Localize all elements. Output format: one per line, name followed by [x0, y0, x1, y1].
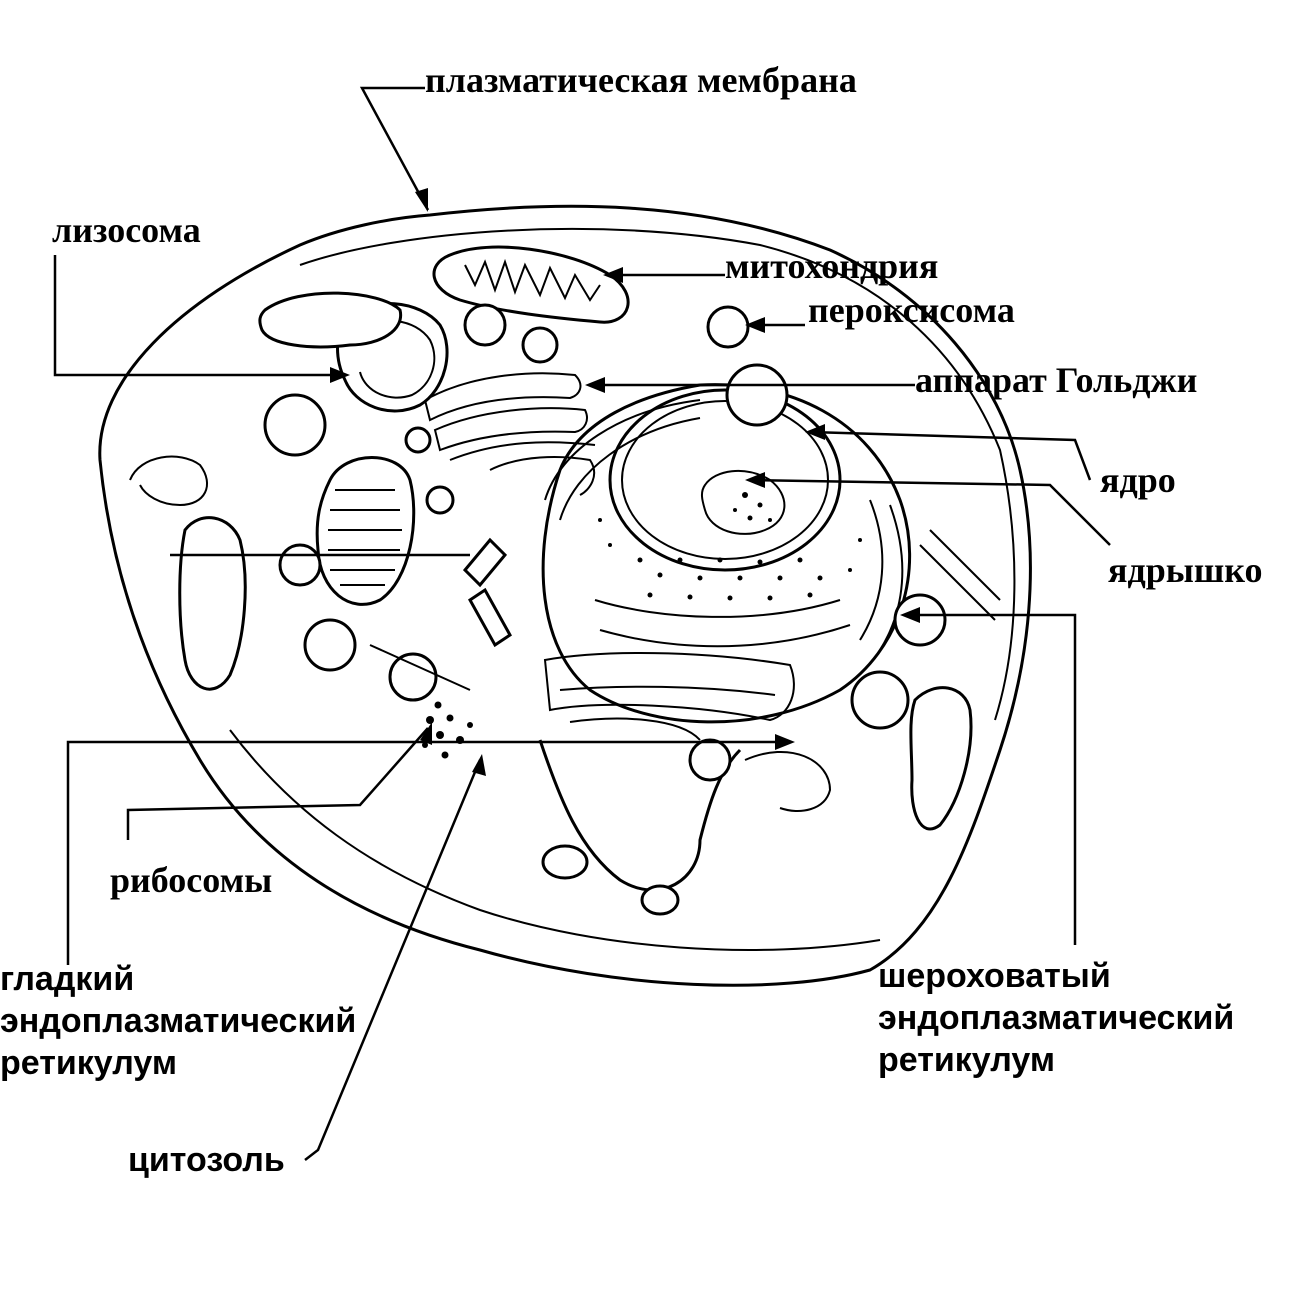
- mitochondrion-left-cristae: [328, 489, 402, 586]
- leader-rough-er: [905, 613, 1077, 945]
- label-rough-er-line-3: ретикулум: [878, 1041, 1056, 1079]
- vesicle-c: [278, 543, 322, 587]
- rough-er-fold-2: [559, 417, 701, 521]
- leader-nucleolus: [749, 478, 1111, 546]
- leader-plasma-membrane: [359, 86, 430, 211]
- cell-membrane-inner-lower: [229, 729, 881, 951]
- large-vacuole-top-left: [258, 291, 403, 349]
- leader-lysosome: [53, 255, 345, 377]
- vacuole-right: [909, 686, 973, 831]
- label-smooth-er-line-2: эндоплазматический: [0, 1002, 357, 1040]
- vesicle-g: [725, 363, 789, 427]
- label-plasma-membrane: плазматическая мембрана: [425, 60, 857, 100]
- membrane-loop-left: [129, 455, 209, 507]
- rough-er-fold-3: [594, 599, 841, 618]
- microtubule-right-2: [919, 544, 996, 621]
- label-golgi: аппарат Гольджи: [915, 360, 1198, 400]
- vesicle-a: [463, 303, 507, 347]
- label-rough-er: шероховатый эндоплазматический ретикулум: [878, 955, 1234, 1081]
- label-mitochondrion: митохондрия: [725, 246, 939, 286]
- mitochondrion-left: [315, 456, 416, 606]
- label-smooth-er-line-3: ретикулум: [0, 1044, 178, 1082]
- label-nucleus: ядро: [1100, 460, 1176, 500]
- lower-vesicle-3: [688, 738, 732, 782]
- leader-smooth-er: [66, 740, 790, 965]
- vesicle-e: [850, 670, 910, 730]
- membrane-loop-vesicle: [303, 618, 357, 672]
- golgi-vesicle-2: [404, 426, 432, 454]
- label-rough-er-line-2: эндоплазматический: [878, 999, 1235, 1037]
- nucleus-envelope-inner: [621, 400, 829, 560]
- golgi-cisterna-4: [489, 456, 596, 496]
- vesicle-d: [388, 652, 438, 702]
- lower-er-stack-2: [559, 685, 776, 696]
- nucleolus-shape: [701, 469, 786, 535]
- nucleolus-speckles: [733, 492, 772, 522]
- leader-nucleus: [809, 430, 1092, 481]
- label-nucleolus: ядрышко: [1108, 550, 1263, 590]
- golgi-cisterna-3: [449, 441, 596, 461]
- lower-vesicle-1: [541, 844, 589, 880]
- lower-er-stack-3: [569, 717, 701, 741]
- rough-er-fold-6: [879, 504, 904, 651]
- label-peroxisome: пероксисома: [808, 290, 1015, 330]
- cell-membrane-outline: [98, 204, 1032, 987]
- mitochondrion-top: [432, 245, 630, 324]
- rough-er-fold-1: [544, 399, 701, 501]
- label-rough-er-line-1: шероховатый: [878, 957, 1111, 995]
- mitochondrion-top-cristae: [464, 258, 601, 302]
- label-ribosomes: рибосомы: [110, 860, 273, 900]
- label-cytosol: цитозоль: [128, 1141, 285, 1179]
- rough-er-fold-4: [599, 624, 851, 648]
- golgi-vesicle-3: [425, 485, 455, 515]
- centriole-1: [462, 537, 508, 588]
- vacuole-left: [178, 516, 247, 691]
- microtubule-left: [369, 644, 471, 691]
- lower-er-side: [744, 751, 832, 812]
- rough-er-ribosome-dots: [598, 518, 862, 601]
- vesicle-b: [263, 393, 327, 457]
- cell-membrane-inner: [299, 227, 1016, 721]
- label-smooth-er-line-1: гладкий: [0, 960, 135, 998]
- golgi-cisterna-1: [423, 372, 582, 422]
- lower-vesicle-2: [640, 884, 680, 916]
- label-smooth-er: гладкий эндоплазматический ретикулум: [0, 958, 356, 1084]
- leader-cytosol: [304, 759, 482, 1161]
- leader-ribosomes: [126, 727, 429, 840]
- lower-er-stack-1: [543, 652, 795, 722]
- nucleus-envelope-outer: [608, 388, 842, 572]
- rough-er-fold-5: [859, 499, 884, 641]
- centriole-2: [468, 587, 512, 648]
- golgi-vesicle-1: [521, 326, 559, 364]
- peroxisome: [706, 305, 750, 349]
- microtubule-right-1: [929, 529, 1001, 601]
- label-lysosome: лизосома: [52, 210, 201, 250]
- golgi-cisterna-2: [433, 407, 588, 452]
